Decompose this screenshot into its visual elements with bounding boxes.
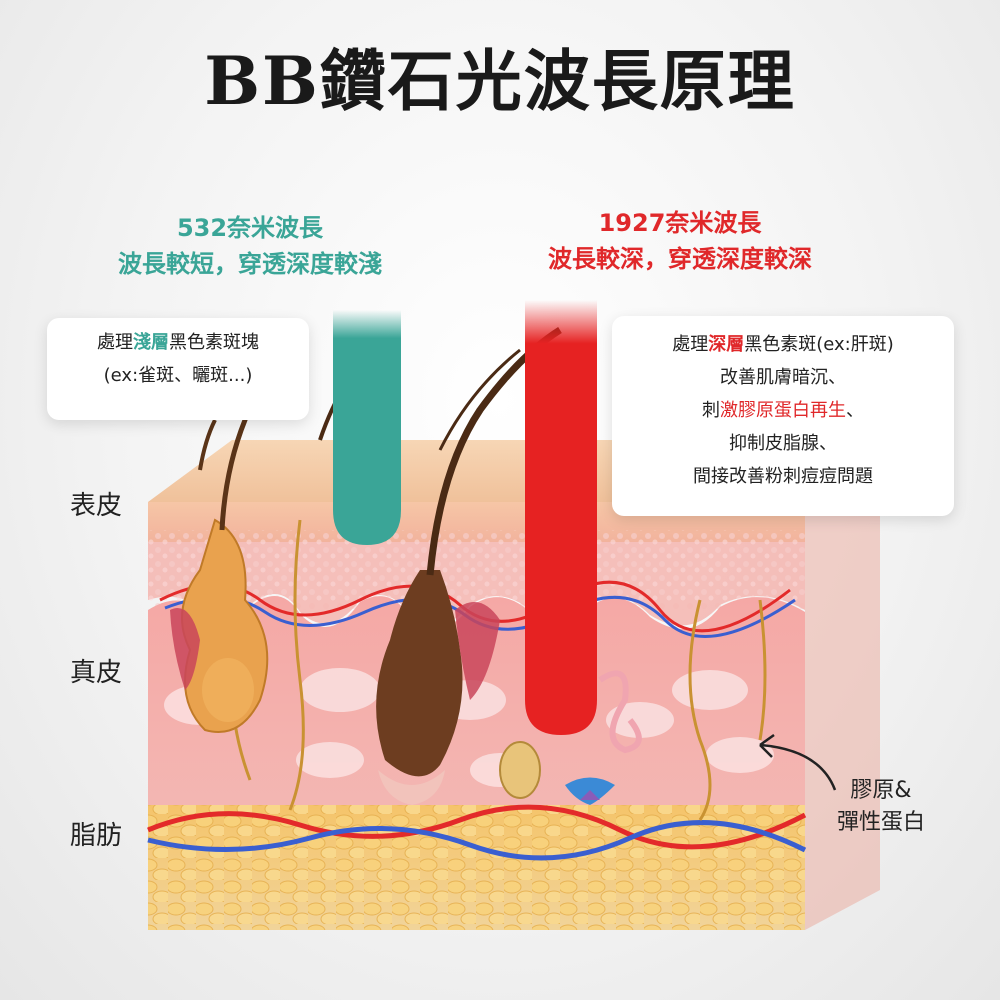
info-1927-line1: 處理深層黑色素斑(ex:肝斑) [612, 328, 954, 361]
info-1927-prefix: 處理 [672, 334, 709, 355]
info-532-prefix: 處理 [97, 332, 133, 353]
beam-1927 [525, 300, 597, 735]
info-1927-line3-prefix: 刺 [702, 400, 720, 421]
wavelength-532-title: 532奈米波長 [176, 214, 324, 242]
layer-label-epidermis: 表皮 [70, 491, 123, 521]
info-1927-line3: 刺激膠原蛋白再生、 [612, 394, 954, 427]
info-532-line1: 處理淺層黑色素斑塊 [47, 326, 309, 359]
collagen-label-line2: 彈性蛋白 [836, 810, 925, 835]
sweat-gland [598, 670, 642, 754]
beam-532 [333, 310, 401, 545]
wavelength-532-subtitle: 波長較短，穿透深度較淺 [118, 250, 382, 278]
page-title: BB鑽石光波長原理 [204, 42, 796, 120]
info-box-1927: 處理深層黑色素斑(ex:肝斑) 改善肌膚暗沉、 刺激膠原蛋白再生、 抑制皮脂腺、… [612, 316, 954, 516]
collagen-label-line1: 膠原& [850, 778, 912, 803]
info-532-suffix: 黑色素斑塊 [169, 332, 259, 353]
blood-vessel-red [147, 804, 807, 850]
pacinian-corpuscle [499, 741, 541, 799]
info-1927-line3-highlight: 激膠原蛋白再生 [720, 400, 846, 421]
info-box-532: 處理淺層黑色素斑塊 (ex:雀斑、曬斑...) [47, 318, 309, 420]
info-532-highlight: 淺層 [133, 332, 169, 353]
layer-label-dermis: 真皮 [70, 658, 123, 688]
wavelength-1927-subtitle: 波長較深，穿透深度較深 [548, 245, 812, 273]
wavelength-1927-heading: 1927奈米波長 波長較深，穿透深度較深 [490, 205, 870, 277]
info-532-line2: (ex:雀斑、曬斑...) [103, 365, 253, 386]
info-1927-line3-suffix: 、 [846, 400, 864, 421]
collagen-pointer-arrow [759, 743, 837, 791]
wavelength-532-heading: 532奈米波長 波長較短，穿透深度較淺 [60, 210, 440, 282]
layer-label-fat: 脂肪 [70, 821, 123, 851]
blood-vessel-blue [147, 820, 807, 861]
info-1927-suffix: 黑色素斑(ex:肝斑) [744, 334, 894, 355]
info-1927-highlight: 深層 [708, 334, 745, 355]
info-1927-line4: 抑制皮脂腺、 [729, 433, 837, 454]
hair-follicle [376, 570, 463, 777]
info-1927-line2: 改善肌膚暗沉、 [720, 367, 846, 388]
collagen-label: 膠原& 彈性蛋白 [826, 775, 936, 839]
info-1927-line5: 間接改善粉刺痘痘問題 [693, 466, 873, 487]
wavelength-1927-title: 1927奈米波長 [598, 209, 762, 237]
